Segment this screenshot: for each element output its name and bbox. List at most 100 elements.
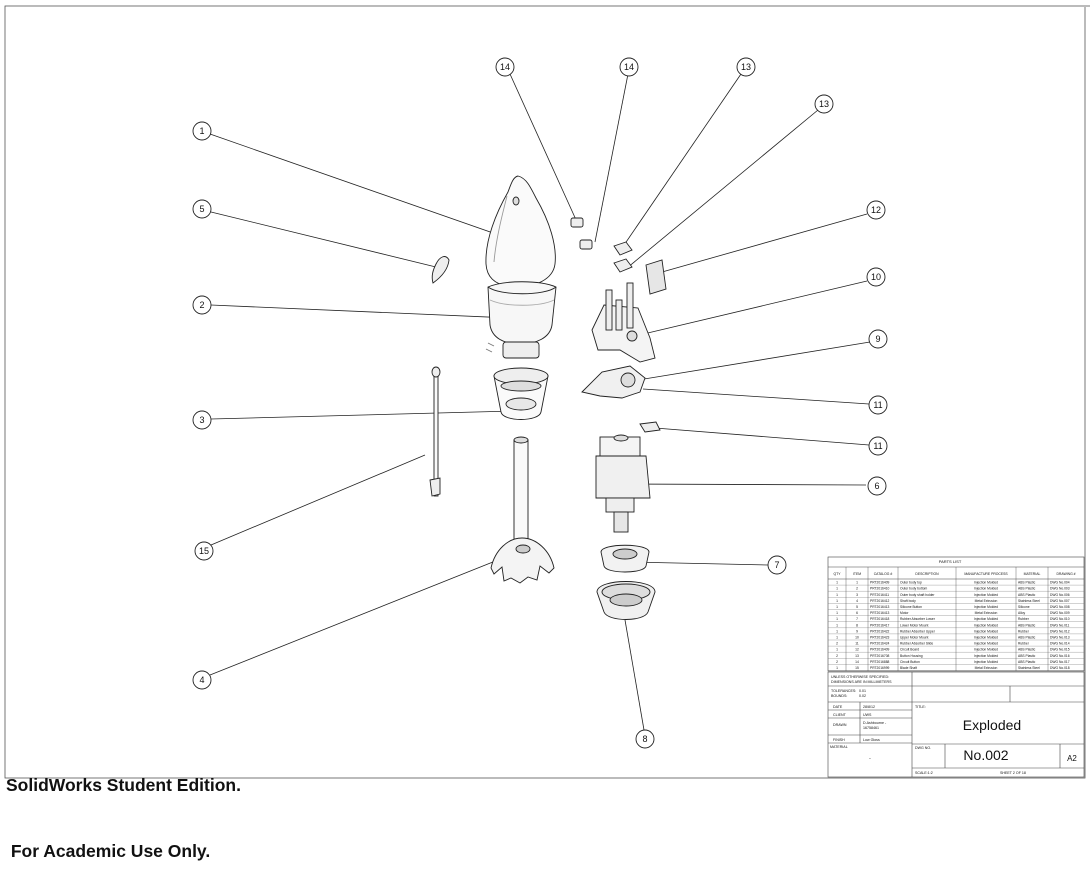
part-blade-shaft (429, 366, 441, 497)
drawn-value-2: 16758461 (863, 726, 879, 730)
balloon-label-4: 4 (199, 675, 204, 685)
parts-list-cell: Outer body shaft holder (900, 593, 935, 597)
balloon-label-7: 7 (774, 560, 779, 570)
balloon-15: 15 (194, 541, 214, 561)
parts-list-cell: Silicone Button (900, 605, 922, 609)
parts-list-cell: 1 (836, 605, 838, 609)
parts-list-cell: DWG No.017 (1050, 660, 1070, 664)
parts-list-cell: 2 (836, 654, 838, 658)
parts-list-cell: Lower Motor Mount (900, 623, 928, 627)
parts-list-cell: 1 (836, 593, 838, 597)
material-label: MATERIAL (830, 745, 848, 749)
balloon-label-1: 1 (199, 126, 204, 136)
parts-list-header-cell: MATERIAL (1024, 572, 1041, 576)
sheet-count: SHEET 2 OF 18 (1000, 771, 1026, 775)
parts-list-cell: 2 (836, 660, 838, 664)
unless-note-1: UNLESS OTHERWISE SPECIFIED: (831, 675, 889, 679)
balloon-13b: 13 (814, 94, 834, 114)
part-rubber-absorber-upper (581, 365, 646, 399)
exploded-parts (429, 175, 667, 620)
parts-list-cell: Stainless Steel (1018, 666, 1040, 670)
balloon-14a: 14 (495, 57, 515, 77)
balloon-label-6: 6 (874, 481, 879, 491)
parts-list-cell: DWG No.009 (1050, 611, 1070, 615)
title-block-text: UNLESS OTHERWISE SPECIFIED: DIMENSIONS A… (830, 675, 1077, 775)
student-edition-watermark: SolidWorks Student Edition. For Academic… (6, 730, 241, 884)
balloon-13a: 13 (736, 57, 756, 77)
parts-list-cell: Injection Molded (974, 660, 998, 664)
material-value: - (869, 756, 871, 762)
client-value: UWS (863, 713, 872, 717)
parts-list-header-cell: DESCRIPTION (915, 572, 939, 576)
parts-list-cell: 5 (856, 605, 858, 609)
date-label: DATE (833, 705, 843, 709)
parts-list-cell: Injection Molded (974, 642, 998, 646)
parts-list-cell: Blade Shaft (900, 666, 917, 670)
part-motor (595, 434, 651, 533)
sheet-size: A2 (1067, 754, 1077, 763)
parts-list-cell: Injection Molded (974, 617, 998, 621)
parts-list-cell: PRT2016418 (870, 617, 890, 621)
balloon-label-9: 9 (875, 334, 880, 344)
parts-list-cell: Rubber (1018, 629, 1030, 633)
client-label: CLIENT (833, 713, 847, 717)
drawing-title: Exploded (963, 717, 1021, 733)
parts-list-cell: Rubber (1018, 642, 1030, 646)
parts-list-cell: PRT2016888 (870, 660, 890, 664)
unless-note-2: DIMENSIONS ARE IN MILLIMETERS (831, 680, 892, 684)
parts-list-cell: Alloy (1018, 611, 1025, 615)
watermark-line-1: SolidWorks Student Edition. (6, 775, 241, 795)
part-silicone-button (431, 256, 450, 284)
balloon-label-13a: 13 (741, 62, 751, 72)
parts-list-cell: PRT2016424 (870, 642, 890, 646)
parts-list-cell: 6 (856, 611, 858, 615)
balloon-1: 1 (192, 121, 212, 141)
parts-list-cell: ABS Plastic (1018, 660, 1036, 664)
sheet-border (4, 5, 1086, 779)
parts-list-cell: Outer body top (900, 581, 922, 585)
date-value: 28/8/12 (863, 705, 875, 709)
parts-list-cell: Injection Molded (974, 648, 998, 652)
parts-list-cell: 2 (856, 587, 858, 591)
parts-list-cell: DWG No.012 (1050, 629, 1070, 633)
part-lower-motor-mount (596, 581, 656, 620)
parts-list-cell: PRT2016999 (870, 666, 890, 670)
parts-list-cell: Motor (900, 611, 909, 615)
parts-list-cell: 11 (855, 642, 859, 646)
balloon-12: 12 (866, 200, 886, 220)
parts-list-header-cell: ITEM (853, 572, 861, 576)
balloon-7: 7 (767, 555, 787, 575)
part-rubber-absorber-lower (600, 544, 650, 573)
parts-list-cell: DWG No.004 (1050, 581, 1070, 585)
parts-list-cell: Injection Molded (974, 629, 998, 633)
parts-list-cell: ABS Plastic (1018, 587, 1036, 591)
parts-list-cell: 1 (836, 623, 838, 627)
balloon-11b: 11 (868, 436, 888, 456)
parts-list-cell: ABS Plastic (1018, 654, 1036, 658)
drawn-label: DRAWN (833, 723, 847, 727)
tolerances-label: TOLERANCES: (831, 689, 856, 693)
parts-list-cell: Injection Molded (974, 605, 998, 609)
parts-list-cell: PRT2016708 (870, 654, 890, 658)
parts-list-cell: ABS Plastic (1018, 648, 1036, 652)
balloon-label-14a: 14 (500, 62, 510, 72)
part-outer-body-bottom (485, 281, 557, 359)
parts-list-cell: 8 (856, 623, 858, 627)
parts-list-cell: Stainless Steel (1018, 599, 1040, 603)
parts-list-cell: Metal Extrusion (975, 666, 998, 670)
part-shaft-body (490, 436, 555, 584)
part-rubber-absorber-slide (639, 421, 661, 433)
parts-list-cell: 3 (856, 593, 858, 597)
dwg-number: No.002 (963, 747, 1008, 763)
parts-list-cell: Injection Molded (974, 581, 998, 585)
balloon-label-13b: 13 (819, 99, 829, 109)
balloon-2: 2 (192, 295, 212, 315)
parts-list-cell: 1 (836, 611, 838, 615)
parts-list-cell: PRT2016409 (870, 581, 890, 585)
balloon-label-10: 10 (871, 272, 881, 282)
balloon-label-2: 2 (199, 300, 204, 310)
parts-list-cell: PRT2016409 (870, 648, 890, 652)
title-block (827, 671, 1085, 778)
dwg-label: DWG NO. (915, 746, 931, 750)
